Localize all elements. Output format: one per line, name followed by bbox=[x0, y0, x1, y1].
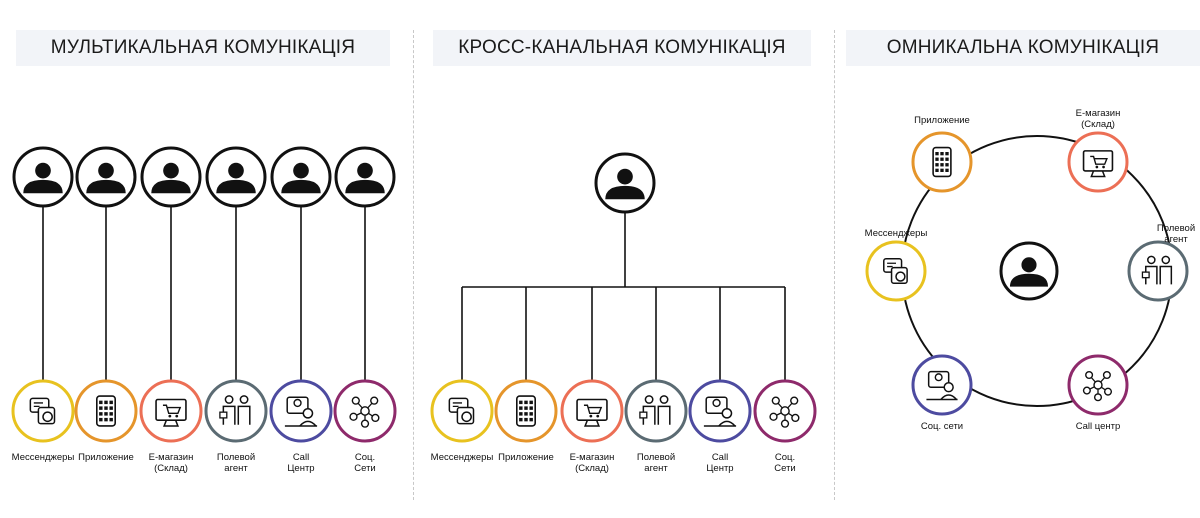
customer-icon bbox=[12, 146, 74, 208]
call-center-icon bbox=[926, 370, 958, 401]
channel-call-center bbox=[688, 379, 752, 443]
channel-label: Полевой агент bbox=[636, 452, 676, 474]
channel-label: Call Центр bbox=[706, 452, 734, 474]
app-icon bbox=[932, 146, 952, 178]
channel-label: Мессенджеры bbox=[11, 452, 75, 463]
panel-separator-2 bbox=[834, 30, 835, 500]
app-icon bbox=[516, 395, 536, 427]
channel-app bbox=[74, 379, 138, 443]
channel-field-agent bbox=[204, 379, 268, 443]
omni-channel-call bbox=[1067, 354, 1129, 416]
channel-eshop bbox=[560, 379, 624, 443]
title-omnichannel: ОМНИКАЛЬНА КОМУНІКАЦІЯ bbox=[846, 30, 1200, 66]
app-icon bbox=[96, 395, 116, 427]
channel-field-agent bbox=[624, 379, 688, 443]
social-icon bbox=[769, 396, 800, 428]
title-multichannel-text: МУЛЬТИКАЛЬНАЯ КОМУНІКАЦІЯ bbox=[50, 37, 356, 58]
omni-label-messenger: Мессенджеры bbox=[864, 228, 928, 239]
omni-label-social: Соц. сети bbox=[920, 421, 964, 432]
social-icon bbox=[349, 396, 380, 428]
eshop-icon bbox=[155, 398, 187, 427]
channel-label: Полевой агент bbox=[216, 452, 256, 474]
eshop-icon bbox=[1082, 150, 1114, 178]
channel-label: Мессенджеры bbox=[430, 452, 494, 463]
channel-messenger bbox=[11, 379, 75, 443]
call-center-icon bbox=[703, 396, 737, 427]
messenger-icon bbox=[448, 397, 475, 425]
eshop-icon bbox=[576, 398, 608, 427]
channel-label: Соц. Сети bbox=[354, 452, 376, 474]
call-center-icon bbox=[284, 396, 318, 427]
omni-label-field: Полевой агент bbox=[1156, 223, 1196, 245]
channel-label: Call Центр bbox=[287, 452, 315, 474]
title-crosschannel: КРОСС-КАНАЛЬНАЯ КОМУНІКАЦІЯ bbox=[433, 30, 811, 66]
omni-label-eshop: Е-магазин (Склад) bbox=[1075, 108, 1121, 130]
channel-label: Соц. Сети bbox=[774, 452, 796, 474]
channel-label: Е-магазин (Склад) bbox=[148, 452, 194, 474]
channel-label: Приложение bbox=[498, 452, 554, 463]
title-omnichannel-text: ОМНИКАЛЬНА КОМУНІКАЦІЯ bbox=[886, 37, 1160, 58]
omni-label-call: Call центр bbox=[1075, 421, 1121, 432]
omni-channel-eshop bbox=[1067, 131, 1129, 193]
channel-label: Е-магазин (Склад) bbox=[569, 452, 615, 474]
omni-channel-messenger bbox=[865, 240, 927, 302]
social-icon bbox=[1082, 370, 1113, 402]
field-agent-icon bbox=[639, 395, 671, 425]
messenger-icon bbox=[29, 397, 56, 425]
field-agent-icon bbox=[219, 395, 251, 425]
customer-icon bbox=[205, 146, 267, 208]
panel-separator-1 bbox=[413, 30, 414, 500]
channel-social bbox=[753, 379, 817, 443]
omni-channel-field bbox=[1127, 240, 1189, 302]
customer-icon bbox=[270, 146, 332, 208]
omni-channel-social bbox=[911, 354, 973, 416]
field-agent-icon bbox=[1141, 255, 1173, 285]
channel-social bbox=[333, 379, 397, 443]
messenger-icon bbox=[883, 258, 908, 284]
customer-icon bbox=[334, 146, 396, 208]
customer-icon bbox=[999, 241, 1059, 301]
omni-label-app: Приложение bbox=[914, 115, 970, 126]
channel-app bbox=[494, 379, 558, 443]
omni-channel-app bbox=[911, 131, 973, 193]
channel-call-center bbox=[269, 379, 333, 443]
customer-icon bbox=[140, 146, 202, 208]
channel-eshop bbox=[139, 379, 203, 443]
title-crosschannel-text: КРОСС-КАНАЛЬНАЯ КОМУНІКАЦІЯ bbox=[458, 37, 786, 58]
channel-label: Приложение bbox=[78, 452, 134, 463]
customer-icon bbox=[594, 152, 656, 214]
channel-messenger bbox=[430, 379, 494, 443]
customer-icon bbox=[75, 146, 137, 208]
title-multichannel: МУЛЬТИКАЛЬНАЯ КОМУНІКАЦІЯ bbox=[16, 30, 390, 66]
